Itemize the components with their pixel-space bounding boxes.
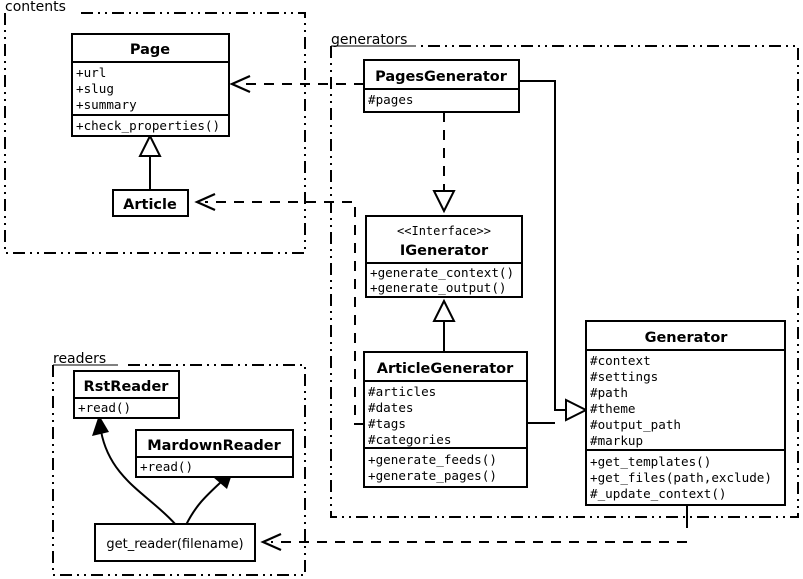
package-readers: readers bbox=[52, 351, 306, 576]
class-articlegenerator-box[interactable] bbox=[363, 351, 528, 488]
edge-pagesgenerator-to-page bbox=[229, 74, 364, 94]
filled-arrowhead-icon bbox=[92, 415, 109, 436]
class-rstreader-method: +read() bbox=[78, 400, 131, 415]
class-igenerator-stereotype: <<Interface>> bbox=[397, 224, 491, 238]
package-contents-label: contents bbox=[5, 0, 66, 15]
class-page-method: +check_properties() bbox=[76, 118, 220, 133]
class-articlegenerator-attribute: #dates bbox=[368, 400, 414, 415]
class-igenerator-title: IGenerator bbox=[400, 243, 489, 259]
class-generator-attribute: #theme bbox=[590, 401, 636, 416]
edge-article-to-page bbox=[138, 133, 162, 190]
class-articlegenerator-method: +generate_feeds() bbox=[368, 452, 497, 467]
class-pagesgenerator[interactable]: PagesGenerator #pages bbox=[363, 59, 520, 113]
edge-generator-to-getreader bbox=[260, 505, 688, 552]
function-get-reader-box[interactable] bbox=[94, 523, 256, 562]
package-generators-label: generators bbox=[331, 32, 407, 48]
hollow-triangle-arrowhead-icon bbox=[565, 398, 589, 422]
class-generator-method: #_update_context() bbox=[590, 486, 726, 501]
class-articlegenerator-title: ArticleGenerator bbox=[377, 361, 514, 377]
class-igenerator-box[interactable] bbox=[365, 215, 523, 298]
class-pagesgenerator-attribute: #pages bbox=[368, 92, 414, 107]
open-v-arrowhead-icon bbox=[260, 532, 282, 552]
class-generator-attribute: #output_path bbox=[590, 417, 681, 432]
class-articlegenerator-method: +generate_pages() bbox=[368, 468, 497, 483]
class-page-attribute: +slug bbox=[76, 81, 114, 96]
edge-getreader-to-rstreader bbox=[92, 415, 177, 526]
class-rstreader-box[interactable] bbox=[73, 370, 180, 419]
function-get-reader-label: get_reader(filename) bbox=[106, 537, 243, 552]
edge-generators-to-generator bbox=[519, 80, 589, 424]
open-v-arrowhead-icon bbox=[194, 192, 216, 212]
class-article[interactable]: Article bbox=[112, 189, 189, 217]
class-page-attribute: +summary bbox=[76, 97, 137, 112]
package-contents-border bbox=[4, 12, 306, 254]
class-generator-attribute: #context bbox=[590, 353, 651, 368]
class-mardownreader[interactable]: MardownReader +read() bbox=[135, 429, 294, 478]
class-mardownreader-box[interactable] bbox=[135, 429, 294, 478]
package-generators-border bbox=[330, 45, 799, 518]
hollow-triangle-arrowhead-icon bbox=[138, 133, 162, 157]
class-page-box[interactable] bbox=[71, 33, 230, 137]
function-get-reader[interactable]: get_reader(filename) bbox=[94, 523, 256, 562]
class-generator-title: Generator bbox=[645, 330, 729, 346]
class-generator[interactable]: Generator #context #settings #path #them… bbox=[585, 320, 786, 506]
edge-articlegenerator-to-article bbox=[194, 192, 364, 425]
class-articlegenerator-attribute: #tags bbox=[368, 416, 406, 431]
class-page[interactable]: Page +url +slug +summary +check_properti… bbox=[71, 33, 230, 137]
class-article-title: Article bbox=[123, 197, 177, 213]
class-igenerator[interactable]: <<Interface>> IGenerator +generate_conte… bbox=[365, 215, 523, 298]
class-generator-box[interactable] bbox=[585, 320, 786, 506]
class-igenerator-method: +generate_context() bbox=[370, 265, 514, 280]
class-articlegenerator[interactable]: ArticleGenerator #articles #dates #tags … bbox=[363, 351, 528, 488]
class-page-title: Page bbox=[130, 42, 170, 58]
class-articlegenerator-attribute: #articles bbox=[368, 384, 436, 399]
hollow-triangle-arrowhead-icon bbox=[432, 298, 456, 322]
class-rstreader-title: RstReader bbox=[84, 379, 170, 395]
class-generator-method: +get_templates() bbox=[590, 454, 711, 469]
package-readers-label: readers bbox=[53, 351, 106, 367]
open-v-arrowhead-icon bbox=[229, 74, 251, 94]
class-generator-attribute: #path bbox=[590, 385, 628, 400]
class-page-attribute: +url bbox=[76, 65, 106, 80]
class-rstreader[interactable]: RstReader +read() bbox=[73, 370, 180, 419]
edge-getreader-to-mardownreader bbox=[185, 471, 233, 526]
class-mardownreader-method: +read() bbox=[140, 459, 193, 474]
edge-articlegenerator-to-igenerator bbox=[432, 298, 456, 352]
class-generator-attribute: #markup bbox=[590, 433, 643, 448]
class-article-box[interactable] bbox=[112, 189, 189, 217]
package-generators: generators bbox=[330, 32, 799, 518]
class-igenerator-method: +generate_output() bbox=[370, 280, 506, 295]
package-contents: contents bbox=[4, 0, 306, 254]
class-mardownreader-title: MardownReader bbox=[147, 438, 281, 454]
class-generator-method: +get_files(path,exclude) bbox=[590, 470, 772, 485]
class-articlegenerator-attribute: #categories bbox=[368, 432, 451, 447]
edge-pagesgenerator-to-igenerator bbox=[432, 112, 456, 214]
class-pagesgenerator-box[interactable] bbox=[363, 59, 520, 113]
class-pagesgenerator-title: PagesGenerator bbox=[375, 69, 508, 85]
hollow-triangle-arrowhead-icon bbox=[432, 190, 456, 214]
class-generator-attribute: #settings bbox=[590, 369, 658, 384]
